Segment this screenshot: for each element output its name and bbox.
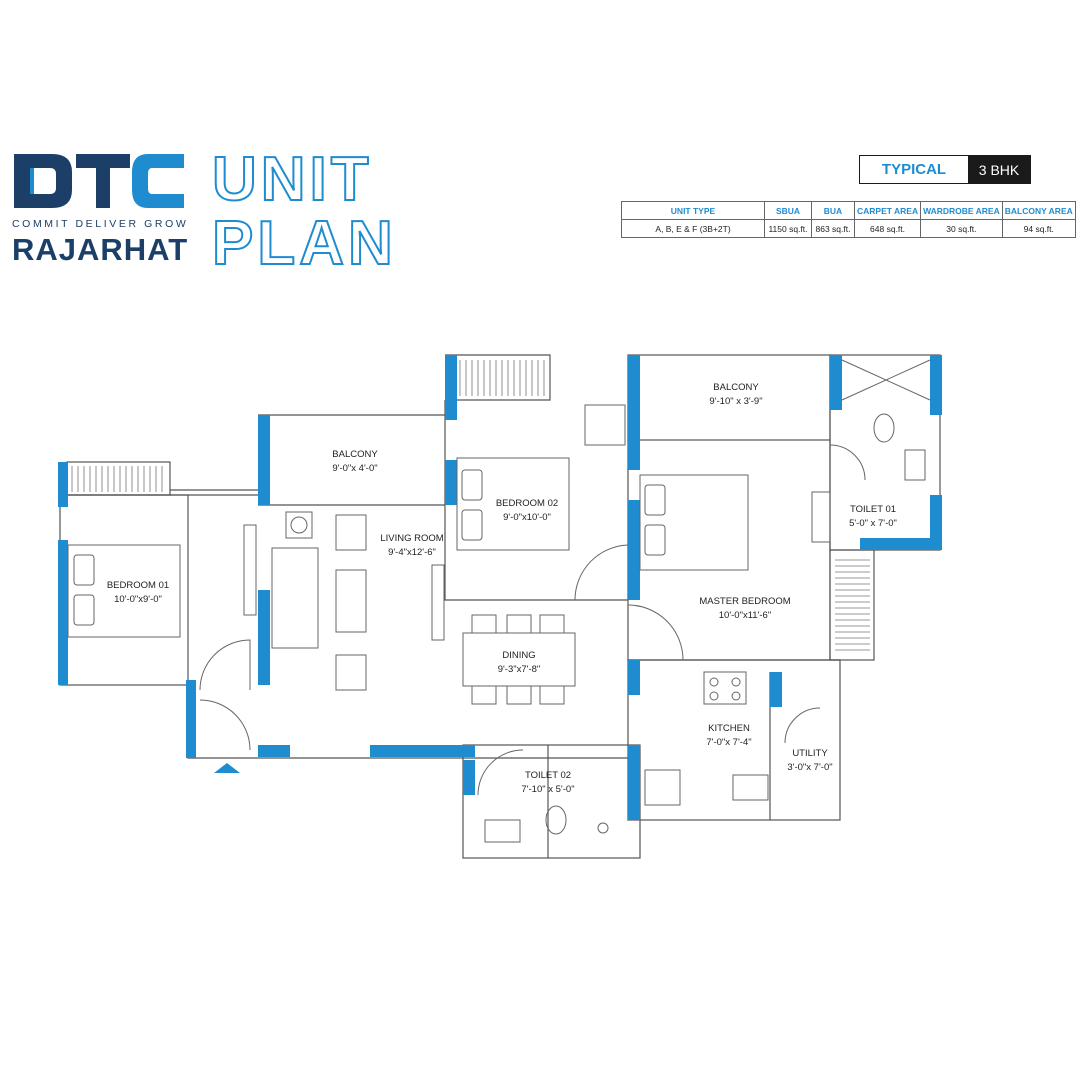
label-living-name: LIVING ROOM bbox=[380, 533, 443, 544]
unit-type-badge: TYPICAL 3 BHK bbox=[859, 155, 1031, 184]
brand-tagline: COMMIT DELIVER GROW bbox=[12, 218, 189, 230]
coffee-table bbox=[335, 569, 367, 633]
label-bedroom02-name: BEDROOM 02 bbox=[496, 498, 558, 509]
label-master-name: MASTER BEDROOM bbox=[699, 596, 790, 607]
cell-carpet-area: 648 sq.ft. bbox=[853, 219, 922, 238]
label-bedroom01-size: 10'-0"x9'-0" bbox=[114, 594, 162, 605]
label-balcony-living-name: BALCONY bbox=[332, 449, 378, 460]
label-toilet02-size: 7'-10" x 5'-0" bbox=[521, 784, 574, 795]
entrance-arrow-icon bbox=[214, 763, 240, 773]
wall-accents bbox=[58, 355, 942, 820]
door-swings bbox=[199, 444, 866, 796]
table-row: A, B, E & F (3B+2T) 1150 sq.ft. 863 sq.f… bbox=[621, 219, 1076, 238]
railing-hatches bbox=[71, 360, 870, 651]
title-line1: UNIT bbox=[212, 145, 373, 214]
cell-balcony-area: 94 sq.ft. bbox=[1001, 219, 1076, 238]
label-dining-size: 9'-3"x7'-8" bbox=[498, 664, 541, 675]
unit-plan-title: UNIT PLAN bbox=[212, 144, 392, 272]
label-toilet01-name: TOILET 01 bbox=[850, 504, 896, 515]
label-utility-name: UTILITY bbox=[792, 748, 828, 759]
cell-wardrobe-area: 30 sq.ft. bbox=[920, 219, 1003, 238]
label-master-size: 10'-0"x11'-6" bbox=[719, 610, 771, 621]
brand-logo: COMMIT DELIVER GROW RAJARHAT bbox=[12, 150, 192, 270]
label-living-size: 9'-4"x12'-6" bbox=[388, 547, 436, 558]
label-toilet02-name: TOILET 02 bbox=[525, 770, 571, 781]
area-table: UNIT TYPE SBUA BUA CARPET AREA WARDROBE … bbox=[621, 201, 1076, 238]
label-utility-size: 3'-0"x 7'-0" bbox=[787, 762, 832, 773]
label-dining-name: DINING bbox=[502, 650, 535, 661]
walls-outline bbox=[59, 354, 941, 859]
dtc-logo-mark bbox=[14, 154, 184, 208]
label-balcony-master-name: BALCONY bbox=[713, 382, 759, 393]
label-balcony-living-size: 9'-0"x 4'-0" bbox=[332, 463, 377, 474]
sink bbox=[732, 774, 769, 801]
label-kitchen-size: 7'-0"x 7'-4" bbox=[706, 737, 751, 748]
sofa bbox=[271, 547, 319, 649]
title-line2: PLAN bbox=[212, 209, 392, 272]
bed-02 bbox=[456, 457, 570, 551]
armchair-bottom bbox=[335, 654, 367, 691]
furniture bbox=[67, 359, 931, 843]
badge-value: 3 BHK bbox=[968, 156, 1030, 183]
label-balcony-master-size: 9'-10" x 3'-9" bbox=[709, 396, 762, 407]
label-toilet01-size: 5'-0" x 7'-0" bbox=[849, 518, 897, 529]
cooktop bbox=[703, 671, 747, 705]
armchair-top bbox=[335, 514, 367, 551]
master-bed bbox=[639, 474, 749, 571]
bed-01 bbox=[67, 544, 181, 638]
label-kitchen-name: KITCHEN bbox=[708, 723, 750, 734]
label-bedroom02-size: 9'-0"x10'-0" bbox=[503, 512, 551, 523]
badge-label: TYPICAL bbox=[860, 156, 968, 183]
label-bedroom01-name: BEDROOM 01 bbox=[107, 580, 169, 591]
brand-city: RAJARHAT bbox=[12, 232, 189, 267]
